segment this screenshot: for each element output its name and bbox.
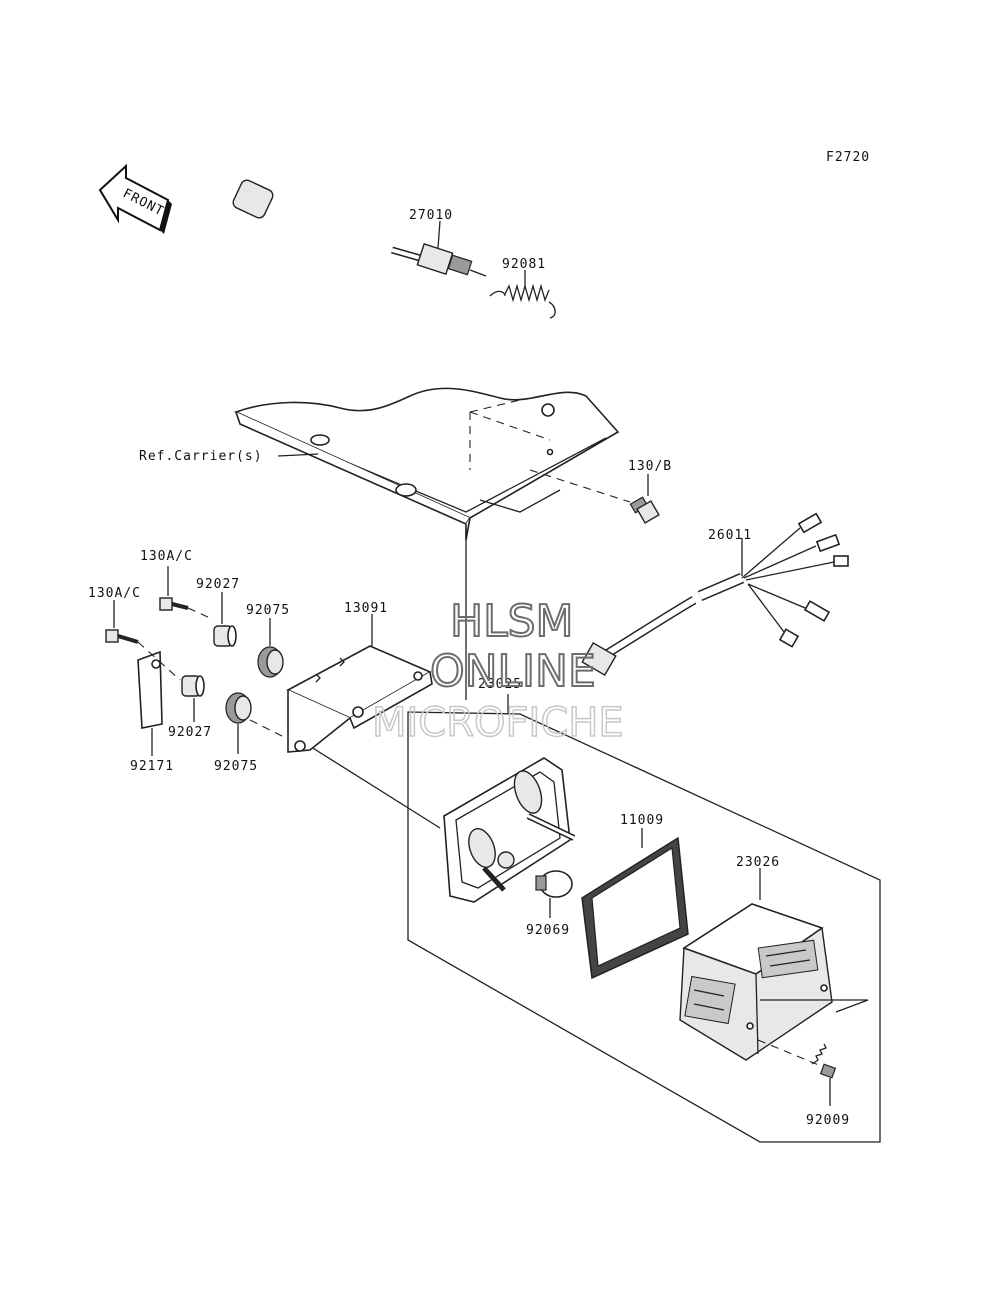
reference-label: Ref.Carrier(s) xyxy=(139,449,263,464)
spring-92081 xyxy=(489,283,556,319)
label-92075-upper: 92075 xyxy=(246,603,290,618)
label-130b: 130/B xyxy=(628,459,672,474)
label-23026: 23026 xyxy=(736,855,780,870)
label-92069: 92069 xyxy=(526,923,570,938)
collar-92027-lower xyxy=(181,675,205,697)
label-92171: 92171 xyxy=(130,759,174,774)
watermark-line-3: MICROFICHE xyxy=(372,700,624,746)
collar-92027-upper xyxy=(213,625,237,647)
label-26011: 26011 xyxy=(708,528,752,543)
label-27010: 27010 xyxy=(409,208,453,223)
bulb-92069 xyxy=(535,870,573,898)
watermark-line-2: ONLINE xyxy=(430,646,596,697)
label-92027-lower: 92027 xyxy=(168,725,212,740)
screw-92009 xyxy=(757,1039,837,1079)
sensor-cable-27010 xyxy=(232,179,487,277)
label-13091: 13091 xyxy=(344,601,388,616)
label-92081: 92081 xyxy=(502,257,546,272)
label-92009: 92009 xyxy=(806,1113,850,1128)
bolt-130ac-upper xyxy=(159,597,189,611)
bolt-130ac-lower xyxy=(105,629,139,644)
lens-23026 xyxy=(679,903,833,1061)
harness-26011 xyxy=(581,512,849,676)
label-11009: 11009 xyxy=(620,813,664,828)
carrier-plate xyxy=(233,387,620,541)
label-92027-upper: 92027 xyxy=(196,577,240,592)
label-130ac-lower: 130A/C xyxy=(88,586,141,601)
grommet-92075-lower xyxy=(225,692,252,724)
front-arrow-icon: FRONT xyxy=(98,163,172,234)
figure-id: F2720 xyxy=(826,150,870,165)
label-92075-lower: 92075 xyxy=(214,759,258,774)
watermark-line-1: HLSM xyxy=(450,596,574,647)
label-23025: 23025 xyxy=(478,677,522,692)
bolt-130b xyxy=(629,496,660,524)
lamp-base xyxy=(443,757,576,903)
grommet-92075-upper xyxy=(257,646,284,678)
gasket-11009 xyxy=(581,836,689,980)
bracket-92171 xyxy=(137,650,163,729)
bracket-13091 xyxy=(286,645,433,753)
label-130ac-upper: 130A/C xyxy=(140,549,193,564)
